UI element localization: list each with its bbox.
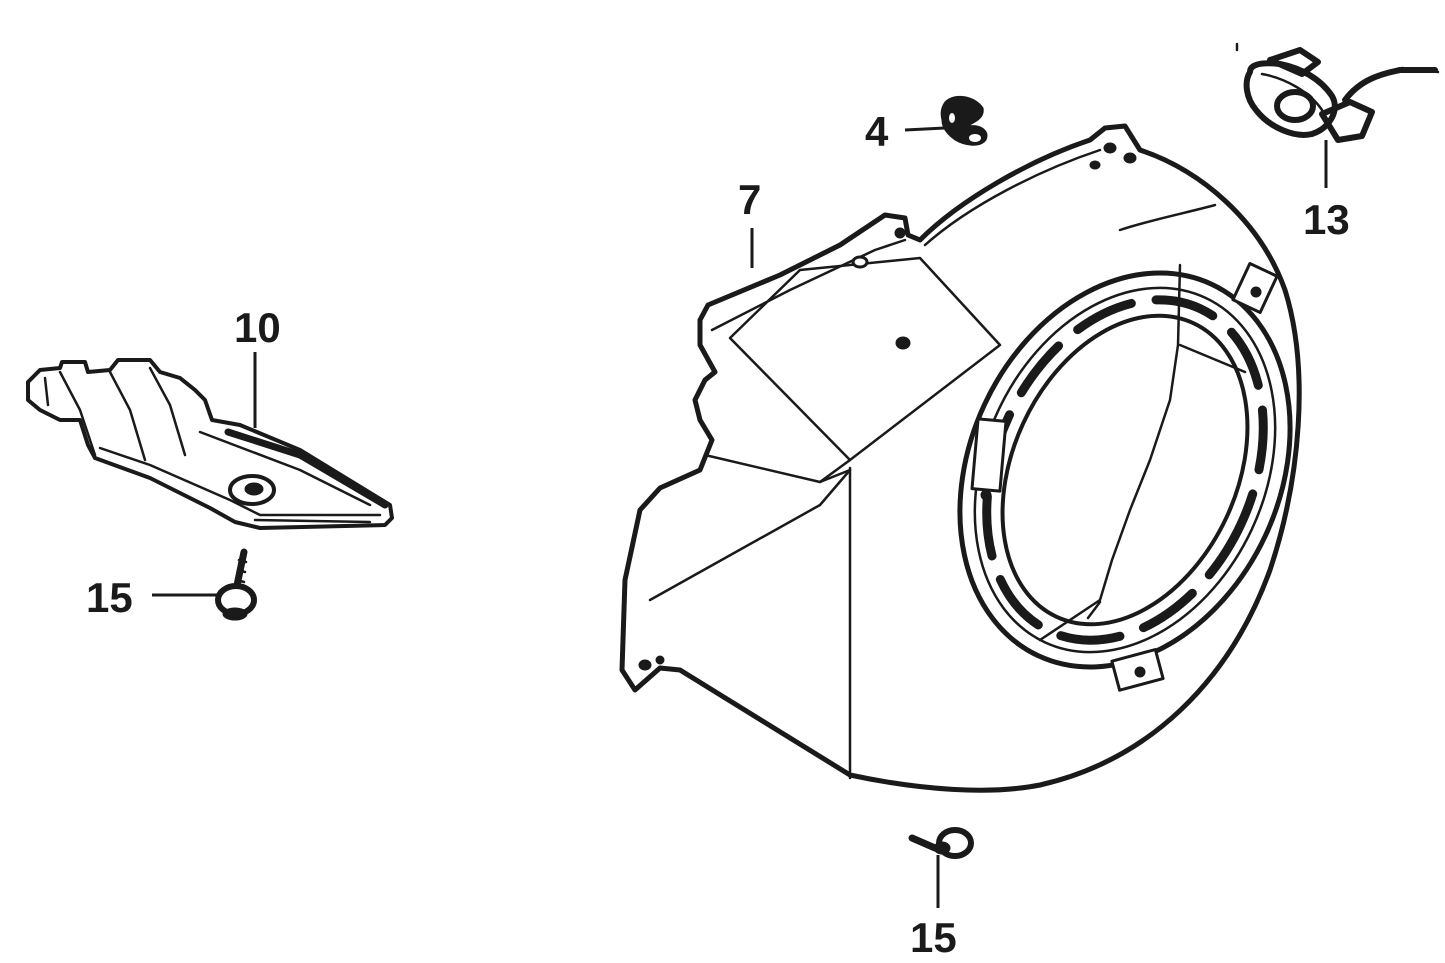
part-7-fan-shroud bbox=[619, 123, 1302, 793]
part-15b-flange-bolt bbox=[908, 827, 974, 908]
callout-7: 7 bbox=[738, 176, 761, 223]
part-10-cover-plate bbox=[26, 358, 394, 530]
callout-4: 4 bbox=[865, 108, 889, 155]
part-15a-flange-bolt bbox=[215, 548, 257, 621]
part-4-clip bbox=[940, 95, 988, 146]
callout-15-left: 15 bbox=[86, 574, 133, 621]
callout-13: 13 bbox=[1303, 196, 1350, 243]
leader-4 bbox=[904, 126, 946, 132]
part-13-sensor bbox=[1243, 47, 1440, 188]
callout-15-bottom: 15 bbox=[910, 914, 957, 961]
callout-10: 10 bbox=[234, 304, 281, 351]
